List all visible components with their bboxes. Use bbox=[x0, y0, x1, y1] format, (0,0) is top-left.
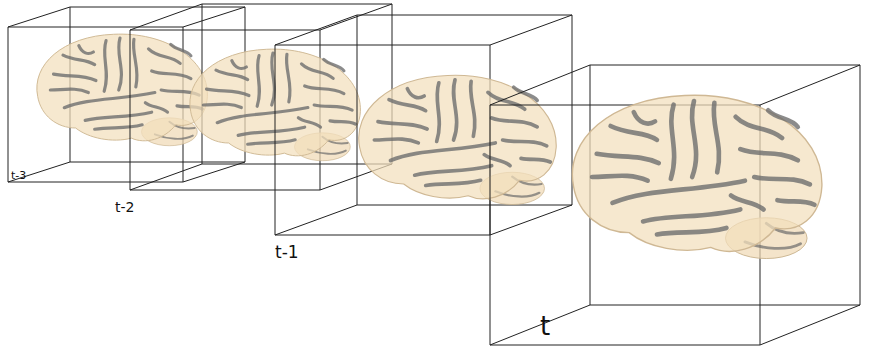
time-step-label-box: t bbox=[540, 313, 550, 339]
time-step-label-box: t-3 bbox=[11, 170, 26, 181]
time-step-label-box: t-1 bbox=[275, 244, 299, 261]
time-step-label-box: t-2 bbox=[115, 200, 134, 214]
time-step-label: t-1 bbox=[275, 242, 299, 262]
time-step-label: t-2 bbox=[115, 199, 134, 215]
time-step-label: t bbox=[540, 311, 550, 341]
time-step-label: t-3 bbox=[11, 169, 26, 182]
